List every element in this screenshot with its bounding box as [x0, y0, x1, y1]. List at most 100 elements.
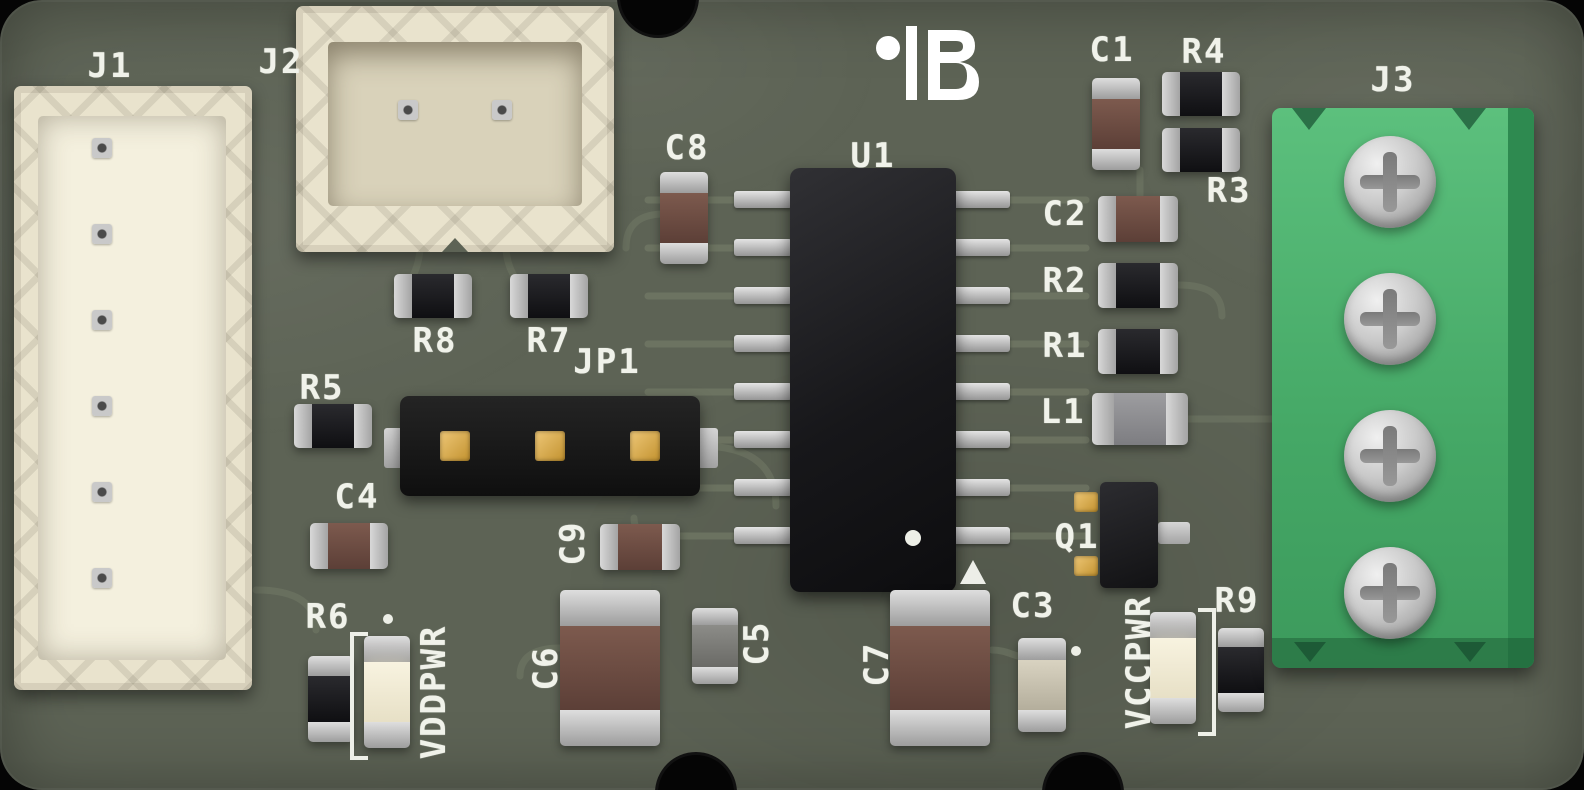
label-j1: J1: [87, 46, 133, 86]
terminal-screw: [1344, 136, 1436, 228]
terminal-top-notch: [1452, 108, 1486, 130]
connector-pin: [492, 100, 512, 120]
label-c2: C2: [1042, 194, 1088, 234]
ic-pin: [734, 527, 792, 544]
ic-pin: [734, 191, 792, 208]
ic-pin: [734, 383, 792, 400]
label-r7: R7: [526, 321, 572, 361]
ic-pin: [952, 239, 1010, 256]
resistor-r5: [294, 404, 372, 448]
label-jp1: JP1: [573, 342, 641, 382]
label-r4: R4: [1181, 32, 1227, 72]
terminal-side-wall: [1508, 108, 1534, 668]
capacitor-c4: [310, 523, 388, 569]
label-j3: J3: [1370, 60, 1416, 100]
logo-stem: [906, 26, 917, 100]
ic-pin: [952, 479, 1010, 496]
solder-pad: [384, 428, 404, 468]
capacitor-c8: [660, 172, 708, 264]
resistor-r1: [1098, 329, 1178, 374]
label-j2: J2: [258, 42, 304, 82]
connector-j1: [14, 86, 252, 690]
logo-dot: [876, 36, 900, 60]
resistor-r3: [1162, 128, 1240, 172]
ic-pin: [734, 335, 792, 352]
terminal-screw: [1344, 547, 1436, 639]
connector-pin: [92, 138, 112, 158]
ic-pin: [952, 287, 1010, 304]
label-c7: C7: [857, 641, 897, 687]
capacitor-c5: [692, 608, 738, 684]
header-pin: [440, 431, 470, 461]
polarity-triangle-icon: [960, 560, 986, 584]
connector-j2-cavity: [328, 42, 582, 206]
header-jp1: [400, 396, 700, 496]
label-r3: R3: [1206, 171, 1252, 211]
resistor-r4: [1162, 72, 1240, 116]
ic-u1: [790, 168, 956, 592]
terminal-bottom-notch: [1454, 642, 1486, 662]
ic-pin: [952, 431, 1010, 448]
label-c4: C4: [334, 477, 380, 517]
terminal-screw: [1344, 410, 1436, 502]
resistor-r7: [510, 274, 588, 318]
ic-pin: [734, 479, 792, 496]
label-c3: C3: [1010, 586, 1056, 626]
label-r2: R2: [1042, 261, 1088, 301]
ic-pin: [734, 431, 792, 448]
capacitor-c2: [1098, 196, 1178, 242]
transistor-lead: [1074, 556, 1098, 576]
label-q1: Q1: [1054, 517, 1100, 557]
ic-pin1-dot: [905, 530, 921, 546]
label-c1: C1: [1089, 30, 1135, 70]
connector-j1-cavity: [38, 116, 226, 660]
connector-j2-notch: [442, 238, 468, 252]
transistor-q1: [1100, 482, 1158, 588]
connector-pin: [92, 224, 112, 244]
header-pin: [630, 431, 660, 461]
label-r1: R1: [1042, 326, 1088, 366]
resistor-r2: [1098, 263, 1178, 308]
connector-pin: [92, 568, 112, 588]
connector-j2: [296, 6, 614, 252]
terminal-screw: [1344, 273, 1436, 365]
resistor-r6: [308, 656, 354, 742]
logo-bowls: [928, 30, 979, 100]
header-pin: [535, 431, 565, 461]
transistor-lead: [1158, 522, 1190, 544]
connector-pin: [92, 482, 112, 502]
ic-pin: [952, 383, 1010, 400]
connector-pin: [92, 310, 112, 330]
silkscreen-bracket: [1198, 608, 1216, 736]
ic-pin: [734, 287, 792, 304]
label-c6: C6: [526, 645, 566, 691]
ic-pin: [734, 239, 792, 256]
label-r5: R5: [299, 368, 345, 408]
board-notch-top: [617, 0, 699, 38]
capacitor-c7: [890, 590, 990, 746]
transistor-lead: [1074, 492, 1098, 512]
label-r8: R8: [412, 321, 458, 361]
silkscreen-dot: [1071, 646, 1081, 656]
led-vccpwr: [1150, 612, 1196, 724]
connector-pin: [398, 100, 418, 120]
label-r9: R9: [1214, 581, 1260, 621]
connector-pin: [92, 396, 112, 416]
label-c8: C8: [664, 128, 710, 168]
label-l1: L1: [1040, 392, 1086, 432]
resistor-r8: [394, 274, 472, 318]
capacitor-c3: [1018, 638, 1066, 732]
capacitor-c6: [560, 590, 660, 746]
terminal-j3: [1272, 108, 1534, 668]
label-vddpwr: VDDPWR: [414, 624, 454, 760]
resistor-r9: [1218, 628, 1264, 712]
board-notch-bottom-left: [655, 752, 737, 790]
inductor-l1: [1092, 393, 1188, 445]
terminal-bottom-notch: [1294, 642, 1326, 662]
solder-pad: [698, 428, 718, 468]
capacitor-c1: [1092, 78, 1140, 170]
board-notch-bottom-right: [1042, 752, 1124, 790]
capacitor-c9: [600, 524, 680, 570]
